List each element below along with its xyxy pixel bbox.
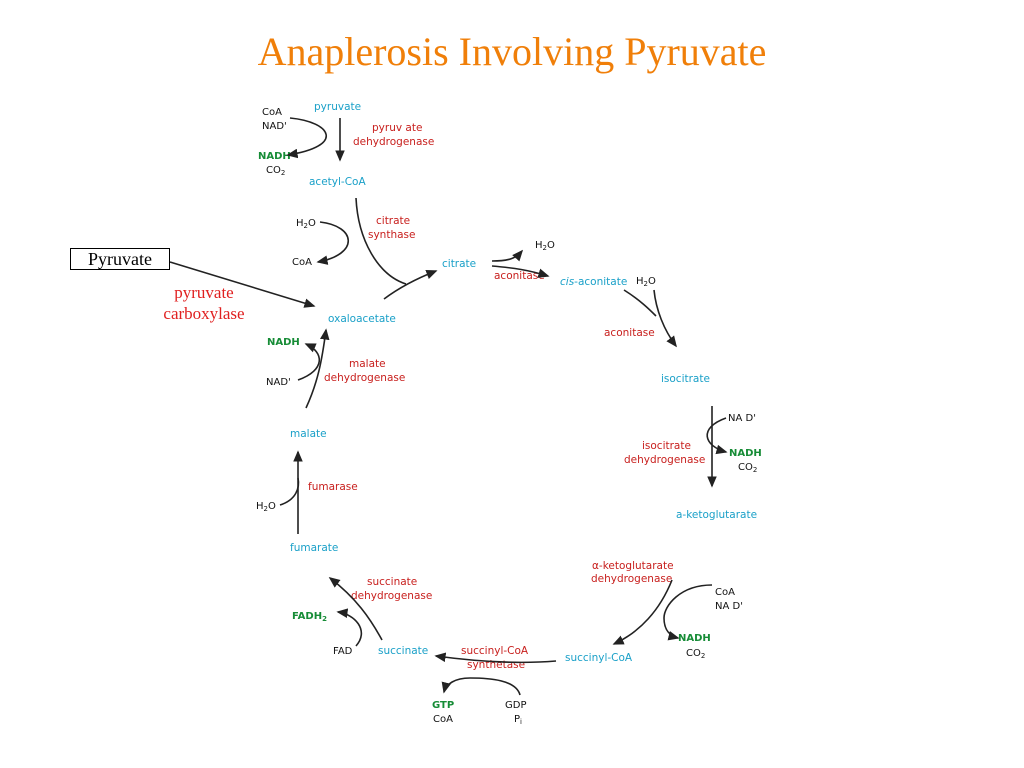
metabolite-succinyl-coa: succinyl-CoA	[565, 652, 633, 664]
page-title: Anaplerosis Involving Pyruvate	[257, 29, 767, 74]
cofactor-pi: Pi	[514, 714, 522, 726]
cofactor-nad-idh: NA D'	[728, 413, 756, 424]
cofactor-gtp: GTP	[432, 700, 454, 711]
metabolite-fumarate: fumarate	[290, 542, 338, 554]
metabolite-isocitrate: isocitrate	[661, 373, 710, 385]
enzyme-sdh-line1: succinate	[367, 576, 417, 588]
cofactor-nadh-pdh: NADH	[258, 151, 291, 162]
arrow-sdh-main	[328, 577, 383, 641]
metabolite-cis-aconitate: cis-aconitate	[560, 276, 627, 288]
arrow-aconitase-2-water	[623, 289, 657, 317]
cofactor-co2-akgdh: CO2	[686, 648, 705, 660]
arrow-aconitase-1-water	[491, 249, 524, 262]
arrow-cs-main	[355, 197, 407, 285]
enzyme-sdh-line2: dehydrogenase	[351, 590, 432, 602]
arrow-aconitase-2	[653, 289, 677, 348]
enzyme-mdh-line2: dehydrogenase	[324, 372, 405, 384]
cofactor-coa-scs: CoA	[433, 714, 453, 725]
arrow-akgdh-side	[663, 584, 713, 641]
enzyme-pdh-line2: dehydrogenase	[353, 136, 434, 148]
enzyme-cs-line2: synthase	[368, 229, 415, 241]
cofactor-fad: FAD	[333, 646, 353, 657]
cofactor-coa-cs: CoA	[292, 257, 312, 268]
cofactor-h2o-aconitase-1: H2O	[535, 240, 555, 252]
cofactor-fadh2: FADH2	[292, 611, 327, 623]
arrow-pdh-side	[286, 117, 327, 159]
enzyme-aconitase-1: aconitase	[494, 270, 545, 282]
arrow-cs-to-citrate	[383, 270, 438, 300]
cofactor-h2o-fumarase: H2O	[256, 501, 276, 513]
cofactor-co2-pdh: CO2	[266, 165, 285, 177]
enzyme-akgdh-line1: α-ketoglutarate	[592, 560, 674, 572]
cofactor-coa-akgdh: CoA	[715, 587, 735, 598]
pyruvate-carboxylase-label: pyruvate carboxylase	[154, 282, 254, 324]
pyruvate-carboxylase-line2: carboxylase	[163, 304, 245, 323]
enzyme-scs-line1: succinyl-CoA	[461, 645, 529, 657]
cofactor-gdp: GDP	[505, 700, 526, 711]
arrow-fumarase-side	[279, 477, 300, 506]
cofactor-nadh-idh: NADH	[729, 448, 762, 459]
metabolite-acetyl-coa: acetyl-CoA	[309, 176, 366, 188]
metabolite-a-ketoglutarate: a-ketoglutarate	[676, 509, 757, 521]
metabolite-succinate: succinate	[378, 645, 428, 657]
metabolite-pyruvate: pyruvate	[314, 101, 361, 113]
enzyme-idh-line1: isocitrate	[642, 440, 691, 452]
cofactor-co2-idh: CO2	[738, 462, 757, 474]
metabolite-citrate: citrate	[442, 258, 476, 270]
arrow-pyruvate-carboxylase	[169, 261, 316, 308]
arrow-aconitase-1	[491, 265, 550, 278]
cofactor-h2o-aconitase-2: H2O	[636, 276, 656, 288]
enzyme-idh-line2: dehydrogenase	[624, 454, 705, 466]
cofactor-coa-pdh: CoA	[262, 107, 282, 118]
arrow-mdh-main	[305, 328, 330, 409]
cofactor-nad-mdh: NAD'	[266, 377, 291, 388]
metabolite-oxaloacetate: oxaloacetate	[328, 313, 396, 325]
pyruvate-callout-box: Pyruvate	[70, 248, 170, 270]
arrow-idh-side	[706, 417, 728, 455]
cofactor-nadh-akgdh: NADH	[678, 633, 711, 644]
enzyme-akgdh-line2: dehydrogenase	[591, 573, 672, 585]
enzyme-pdh-line1: pyruv ate	[372, 122, 422, 134]
enzyme-cs-line1: citrate	[376, 215, 410, 227]
cofactor-nadh-mdh: NADH	[267, 337, 300, 348]
enzyme-mdh-line1: malate	[349, 358, 386, 370]
enzyme-aconitase-2: aconitase	[604, 327, 655, 339]
arrow-akgdh-main	[612, 579, 673, 645]
arrow-scs-side	[441, 677, 521, 696]
arrow-sdh-side	[336, 608, 363, 647]
pyruvate-carboxylase-line1: pyruvate	[174, 283, 234, 302]
cofactor-h2o-cs: H2O	[296, 218, 316, 230]
cofactor-nad-akgdh: NA D'	[715, 601, 743, 612]
enzyme-fumarase: fumarase	[308, 481, 358, 493]
metabolite-malate: malate	[290, 428, 327, 440]
arrow-cs-side	[316, 221, 349, 265]
arrow-mdh-side	[297, 343, 321, 381]
arrow-scs-main	[434, 652, 557, 664]
cofactor-nad-pdh: NAD'	[262, 121, 287, 132]
